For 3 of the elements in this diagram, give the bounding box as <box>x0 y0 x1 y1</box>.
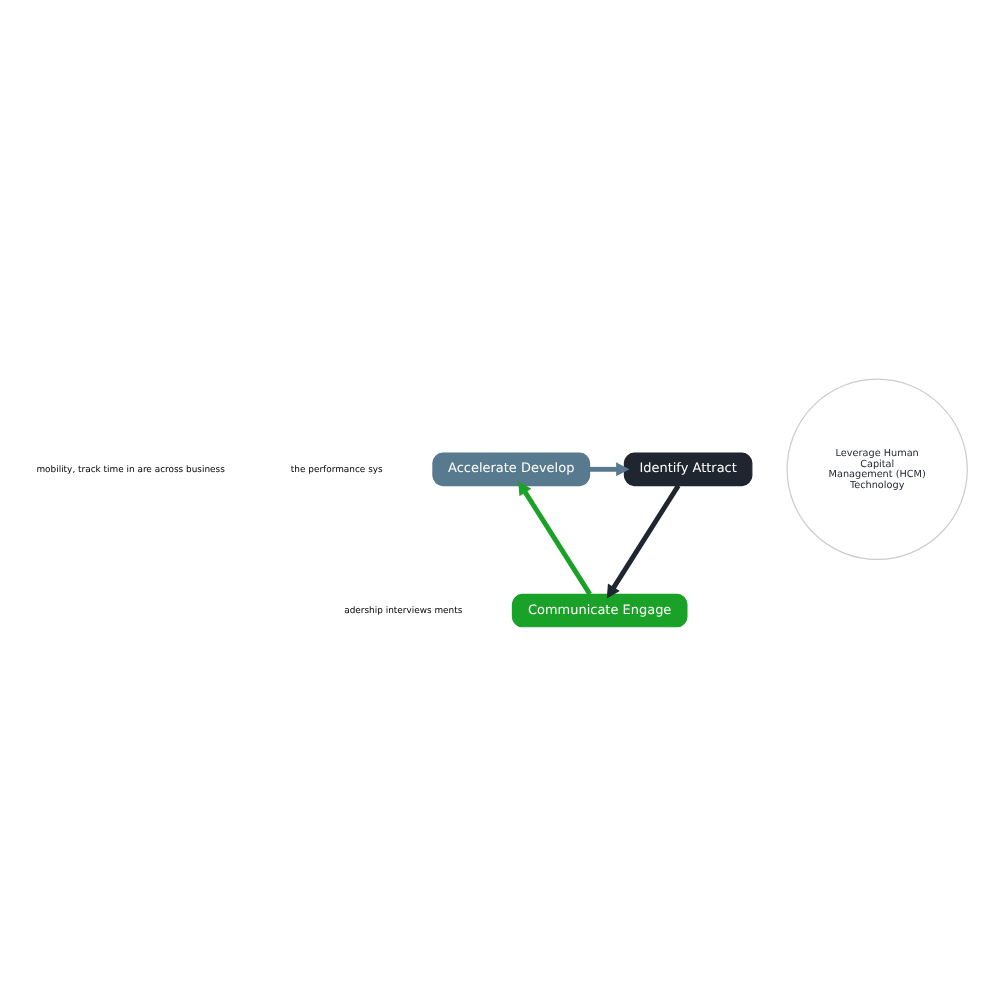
arrow <box>606 483 681 598</box>
arrow <box>518 480 592 595</box>
arrow <box>589 461 630 476</box>
